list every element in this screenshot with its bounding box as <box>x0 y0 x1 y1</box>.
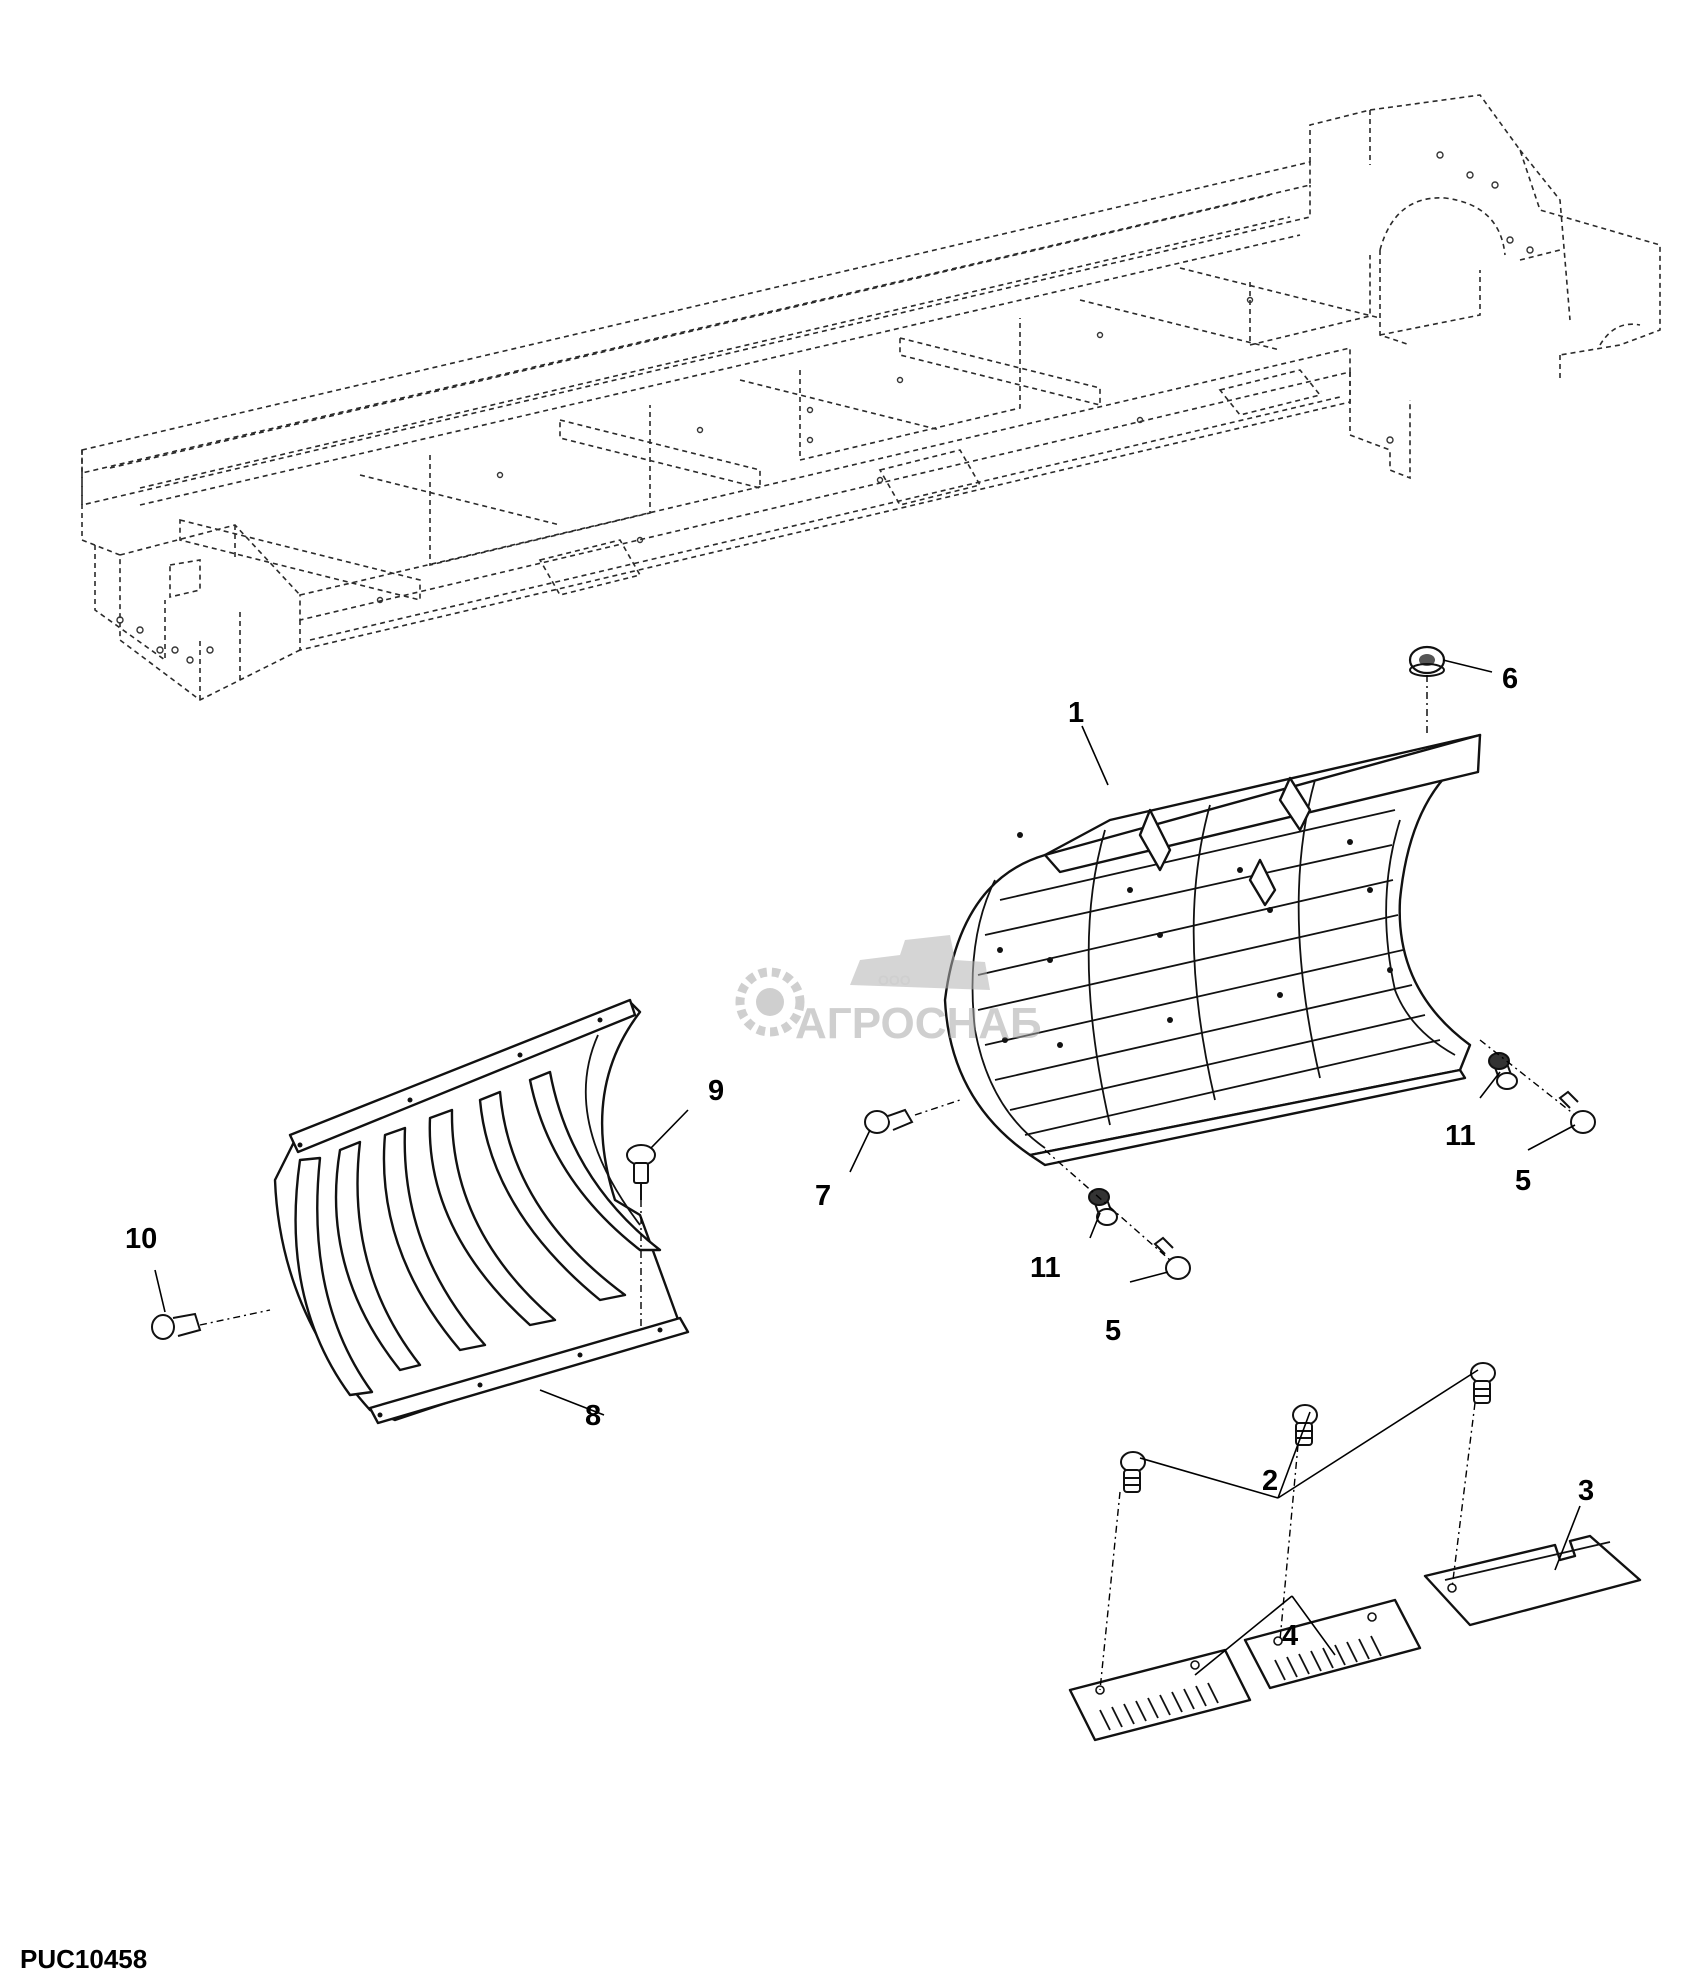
feeder-house-frame <box>81 94 1661 701</box>
callout-4: 4 <box>1282 1620 1298 1652</box>
bushing-11a <box>1488 1052 1518 1090</box>
callout-11b: 11 <box>1030 1252 1061 1284</box>
callout-3: 3 <box>1578 1475 1594 1507</box>
callout-6: 6 <box>1502 663 1518 695</box>
callout-11a: 11 <box>1445 1120 1476 1152</box>
bolt-2a <box>1120 1451 1146 1493</box>
cover-plate <box>1423 1534 1642 1627</box>
nut-6 <box>1408 645 1446 677</box>
callout-8: 8 <box>585 1400 601 1432</box>
slotted-plate-left <box>1068 1648 1252 1742</box>
bolt-7 <box>864 1108 914 1134</box>
curved-concave <box>273 998 690 1425</box>
leader-lines <box>154 659 1581 1676</box>
drawing-code: PUC10458 <box>20 1944 147 1974</box>
callout-7: 7 <box>815 1180 831 1212</box>
assembly-lines <box>199 675 1576 1691</box>
bolt-5a <box>1558 1090 1596 1134</box>
bolt-2c <box>1470 1362 1496 1404</box>
callout-9: 9 <box>708 1075 724 1107</box>
bushing-11b <box>1088 1188 1118 1226</box>
watermark-small: ООО <box>878 972 911 988</box>
callout-labels: 1 2 3 4 5 5 6 7 8 9 10 11 11 <box>125 663 1594 1652</box>
bolt-10 <box>151 1312 202 1340</box>
callout-5a: 5 <box>1515 1165 1531 1197</box>
bolts <box>151 1090 1596 1493</box>
slotted-plate-right <box>1243 1598 1422 1690</box>
callout-1: 1 <box>1068 697 1084 729</box>
callout-2: 2 <box>1262 1465 1278 1497</box>
watermark: ООО АГРОСНАБ <box>735 935 1042 1048</box>
callout-10: 10 <box>125 1223 157 1255</box>
callout-5b: 5 <box>1105 1315 1121 1347</box>
bolt-9 <box>626 1144 656 1200</box>
watermark-main: АГРОСНАБ <box>795 999 1042 1048</box>
concave-grate <box>943 733 1482 1167</box>
bolt-5b <box>1153 1236 1191 1280</box>
